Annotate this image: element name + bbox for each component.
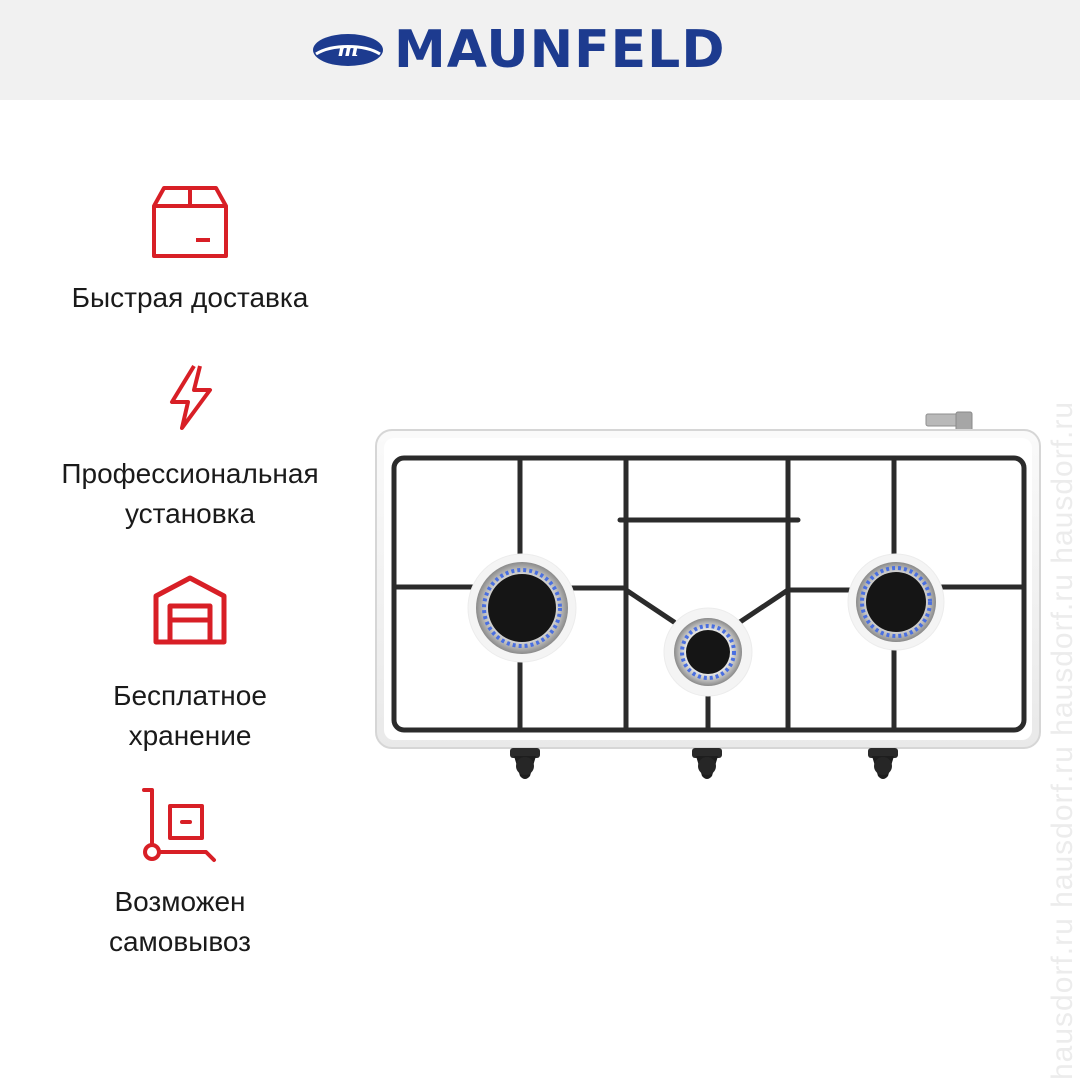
feature-label: Бесплатное хранение — [113, 680, 267, 751]
header-bar: m MAUNFELD — [0, 0, 1080, 100]
burner-center — [663, 607, 753, 697]
feature-free-storage: Бесплатное хранение — [30, 574, 350, 756]
gas-hob-image — [375, 411, 1041, 779]
feature-label: Быстрая доставка — [71, 282, 309, 313]
control-knob-center[interactable] — [692, 748, 722, 779]
control-knob-left[interactable] — [510, 748, 540, 779]
brand-logo-mark-icon: m — [313, 34, 383, 66]
svg-text:m: m — [337, 37, 358, 61]
box-icon — [152, 186, 228, 258]
warehouse-icon — [153, 575, 227, 645]
pan-support-grate — [391, 455, 1027, 733]
feature-label: Возможен самовывоз — [108, 886, 252, 957]
watermark: hausdorf.ru hausdorf.ru hausdorf.ru haus… — [1046, 400, 1079, 1080]
feature-fast-delivery: Быстрая доставка — [30, 178, 350, 318]
brand-logo[interactable]: m MAUNFELD — [312, 22, 725, 78]
burner-left — [467, 553, 577, 663]
feature-self-pickup: Возможен самовывоз — [20, 786, 340, 962]
hand-truck-icon — [142, 788, 216, 862]
burner-right — [847, 553, 945, 651]
gas-connector — [925, 411, 973, 435]
brand-name: MAUNFELD — [394, 20, 726, 80]
lightning-icon — [170, 364, 212, 430]
feature-installation: Профессиональная установка — [30, 362, 350, 534]
feature-label: Профессиональная установка — [61, 458, 319, 529]
control-knob-right[interactable] — [868, 748, 898, 779]
